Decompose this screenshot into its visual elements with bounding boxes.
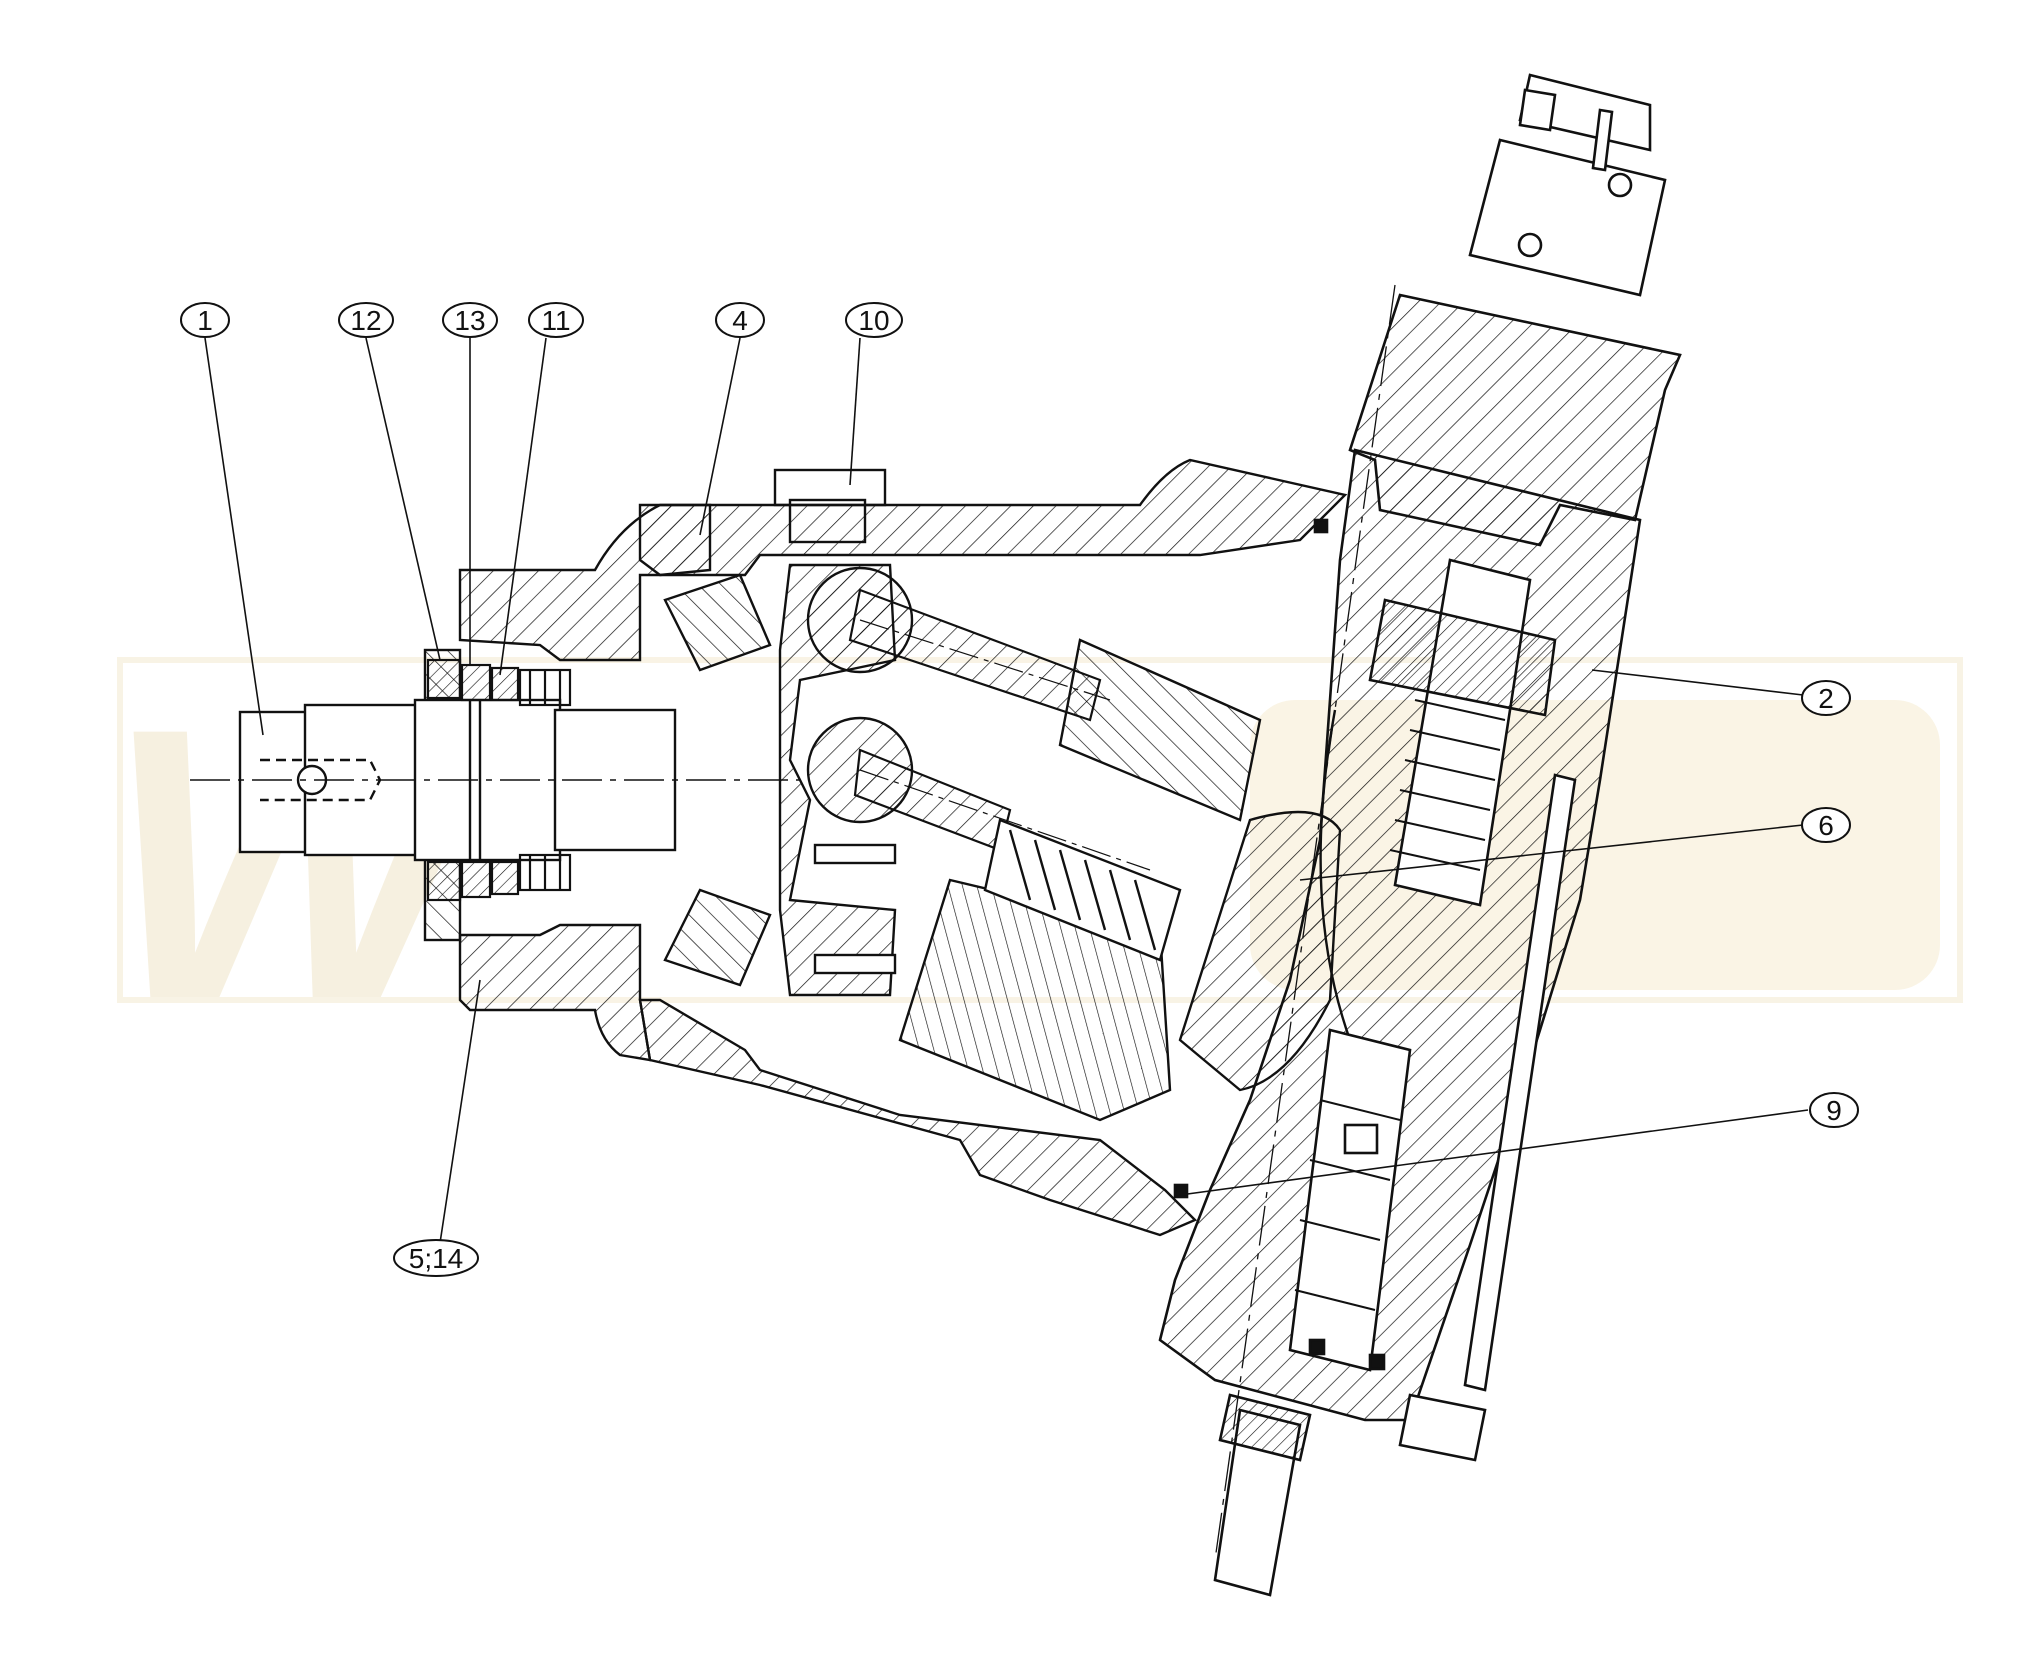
drive-shaft <box>190 698 800 862</box>
svg-text:13: 13 <box>454 305 485 336</box>
svg-text:11: 11 <box>541 305 570 336</box>
housing-front-flange-lower <box>458 923 652 1062</box>
spring-package <box>983 818 1182 962</box>
housing-front-flange <box>458 503 712 662</box>
seal-item-12 <box>426 658 462 700</box>
control-valve-block <box>1348 293 1682 547</box>
tapered-bearing-upper <box>663 573 772 672</box>
svg-text:5;14: 5;14 <box>409 1243 464 1274</box>
ring-item-11 <box>490 666 520 702</box>
tapered-bearing-lower <box>663 888 772 987</box>
callout-balloon-11: 11 <box>528 302 584 338</box>
svg-text:12: 12 <box>350 305 381 336</box>
svg-text:2: 2 <box>1818 683 1834 714</box>
control-spring <box>1389 699 1506 871</box>
housing-outer-wall <box>638 458 1348 577</box>
hex-nut <box>1398 1393 1487 1462</box>
svg-text:6: 6 <box>1818 810 1834 841</box>
seal-item-13 <box>460 663 492 702</box>
piston-rod-lower <box>853 748 1012 852</box>
connector-block <box>1468 73 1667 297</box>
plug-item-10 <box>773 468 887 507</box>
callout-balloon-12: 12 <box>338 302 394 338</box>
callout-balloon-10: 10 <box>845 302 903 338</box>
spring-cage-upper <box>1368 598 1557 717</box>
callout-balloon-4: 4 <box>715 302 765 338</box>
svg-text:4: 4 <box>732 305 748 336</box>
callout-balloon-9: 9 <box>1809 1092 1859 1128</box>
callout-balloon-13: 13 <box>442 302 498 338</box>
leader-lines <box>204 337 1809 1244</box>
cylinder-block <box>898 638 1262 1122</box>
callout-balloon-1: 1 <box>180 302 230 338</box>
svg-text:1: 1 <box>197 305 213 336</box>
callout-balloon-2: 2 <box>1801 680 1851 716</box>
svg-text:9: 9 <box>1826 1095 1842 1126</box>
housing <box>423 458 1348 1237</box>
callout-balloon-5-14: 5;14 <box>393 1239 479 1277</box>
oil-channel <box>1463 773 1577 1392</box>
callout-balloon-6: 6 <box>1801 807 1851 843</box>
svg-text:10: 10 <box>858 305 889 336</box>
small-plug-item-9 <box>1343 1123 1379 1155</box>
housing-lower-wall <box>638 998 1198 1237</box>
control-housing <box>1158 73 1682 1597</box>
shaft-seals <box>426 658 572 902</box>
